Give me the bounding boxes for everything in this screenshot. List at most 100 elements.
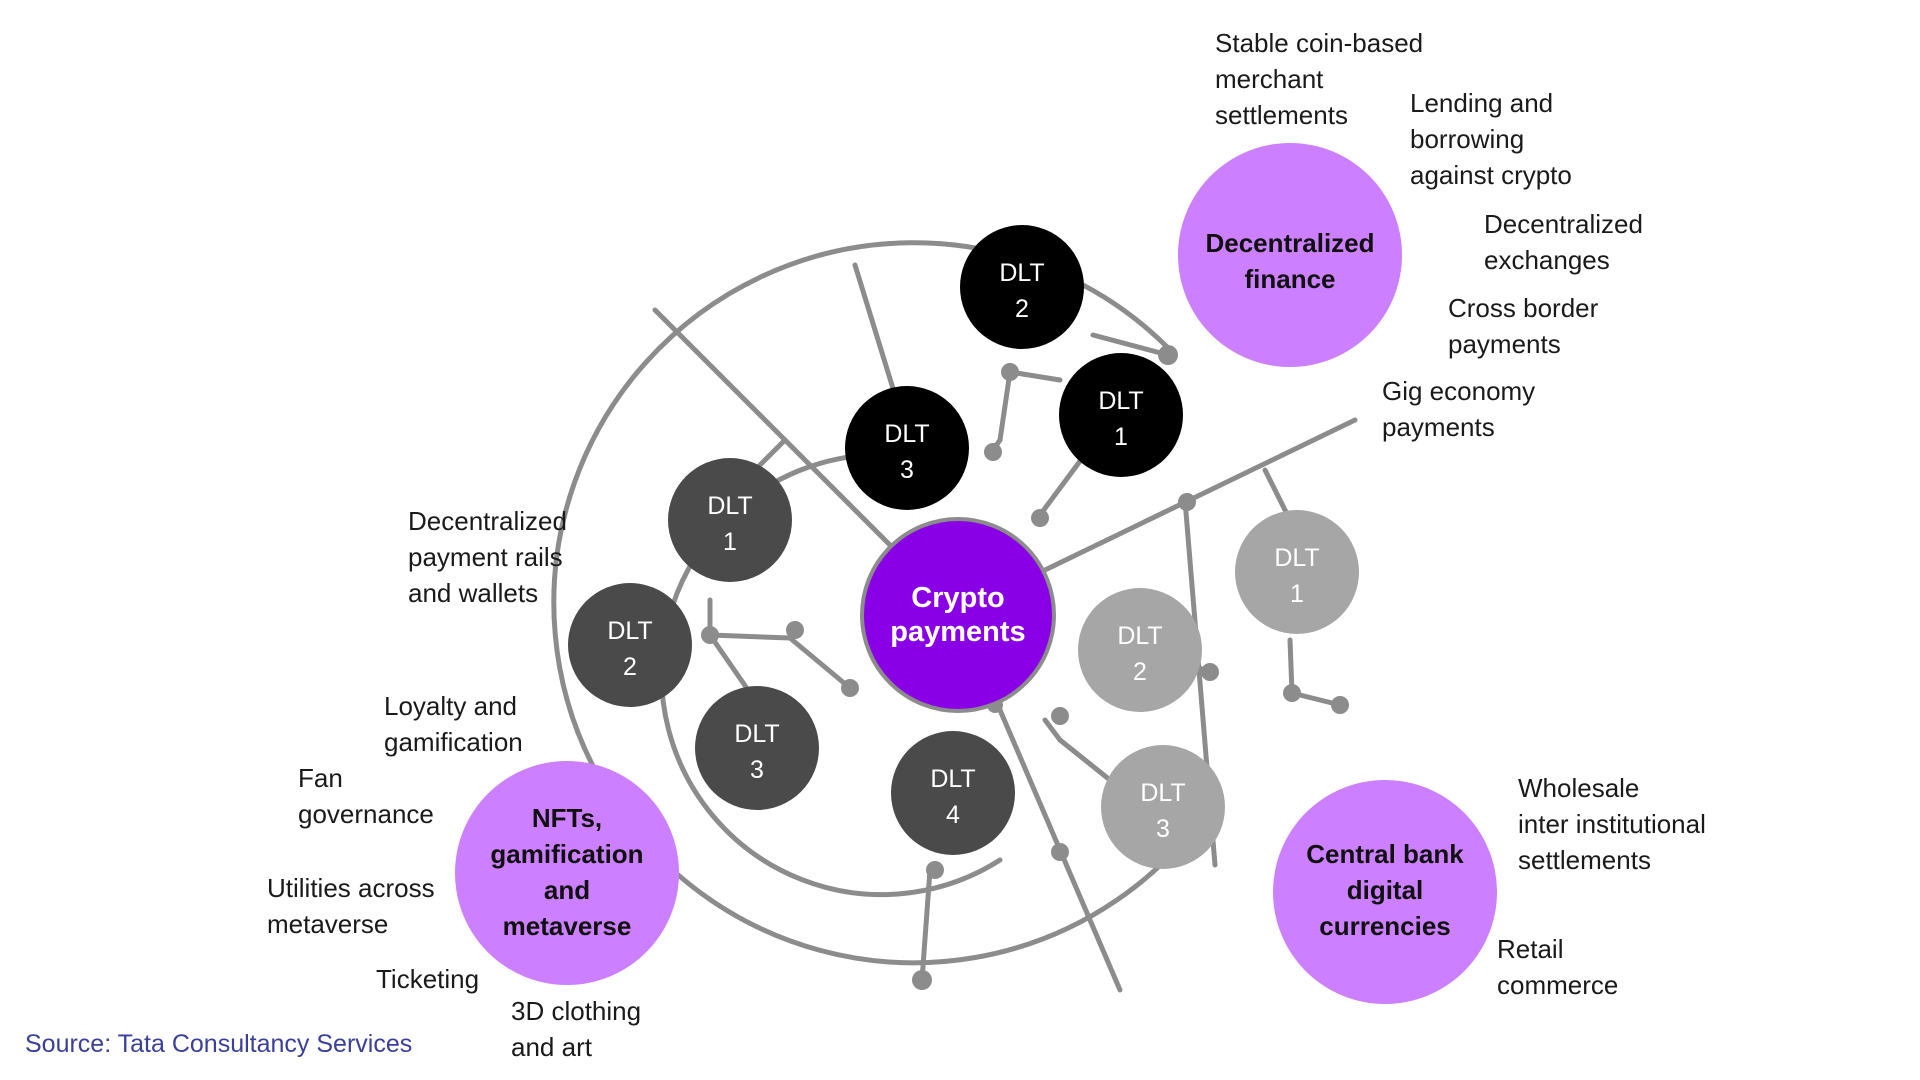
- category-label: digital: [1347, 875, 1424, 905]
- dlt-node: DLT 1: [1235, 510, 1359, 634]
- connector-line: [652, 307, 893, 548]
- use-case-label-line: and art: [511, 1032, 593, 1062]
- dlt-node-label: DLT: [930, 765, 975, 793]
- junction-dot: [1001, 363, 1019, 381]
- use-case-label-line: Utilities across: [267, 873, 435, 903]
- dlt-node-circle: [891, 731, 1015, 855]
- use-case-label-line: merchant: [1215, 64, 1324, 94]
- use-case-label: Retail commerce: [1497, 934, 1618, 1000]
- dlt-node-circle: [695, 686, 819, 810]
- use-case-label-line: Lending and: [1410, 88, 1553, 118]
- dlt-node-label: DLT: [734, 720, 779, 748]
- category-label: Central bank: [1306, 839, 1464, 869]
- dlt-node-circle: [1059, 353, 1183, 477]
- connector-line: [1042, 417, 1358, 573]
- category-defi: Decentralized finance: [1178, 143, 1402, 367]
- dlt-node-label: DLT: [1140, 779, 1185, 807]
- dlt-node-circle: [1101, 745, 1225, 869]
- dlt-node-label: DLT: [707, 492, 752, 520]
- use-case-label-line: payments: [1382, 412, 1495, 442]
- connector-line: [707, 632, 793, 641]
- junction-dot: [926, 861, 944, 879]
- use-case-label-line: Retail: [1497, 934, 1563, 964]
- junction-dot: [1201, 663, 1219, 681]
- junction-dots: [701, 345, 1349, 990]
- category-cbdc: Central bank digital currencies: [1273, 780, 1497, 1004]
- use-case-label: Cross border payments: [1448, 293, 1599, 359]
- dlt-node-label: 2: [623, 653, 637, 681]
- category-circle: [1178, 143, 1402, 367]
- dlt-node-label: 3: [750, 756, 764, 784]
- source-caption: Source: Tata Consultancy Services: [25, 1030, 413, 1058]
- category-label: metaverse: [503, 911, 632, 941]
- outer-ring-arc: [551, 240, 1218, 966]
- use-case-label-line: against crypto: [1410, 160, 1572, 190]
- use-case-label-line: settlements: [1518, 845, 1651, 875]
- center-label: payments: [890, 616, 1025, 648]
- use-case-label-line: settlements: [1215, 100, 1348, 130]
- use-case-label-line: Wholesale: [1518, 773, 1639, 803]
- use-case-label-line: Ticketing: [376, 964, 479, 994]
- use-case-label-line: governance: [298, 799, 434, 829]
- center-label: Crypto: [911, 582, 1004, 614]
- use-case-label-line: Decentralized: [408, 506, 567, 536]
- connector-line: [997, 369, 1013, 443]
- center-node: Crypto payments: [860, 517, 1056, 713]
- category-label: currencies: [1319, 911, 1451, 941]
- junction-dot: [1158, 345, 1178, 365]
- junction-dot: [1051, 707, 1069, 725]
- use-case-label-line: Stable coin-based: [1215, 28, 1423, 58]
- connector-line: [919, 867, 933, 983]
- category-label: finance: [1244, 264, 1335, 294]
- junction-dot: [841, 679, 859, 697]
- use-case-label: Stable coin-based merchant settlements: [1215, 28, 1423, 130]
- dlt-node-label: 1: [723, 528, 737, 556]
- use-case-label-line: borrowing: [1410, 124, 1524, 154]
- use-case-label-line: metaverse: [267, 909, 388, 939]
- use-case-label-line: Decentralized: [1484, 209, 1643, 239]
- connector-line: [787, 635, 853, 691]
- junction-dot: [912, 970, 932, 990]
- use-case-label-line: Loyalty and: [384, 691, 517, 721]
- use-case-label-line: commerce: [1497, 970, 1618, 1000]
- use-case-label-line: payments: [1448, 329, 1561, 359]
- dlt-node: DLT 1: [668, 458, 792, 582]
- use-case-label: Gig economy payments: [1382, 376, 1535, 442]
- center-circle: [860, 517, 1056, 713]
- use-case-label-line: Cross border: [1448, 293, 1599, 323]
- use-case-label-line: gamification: [384, 727, 523, 757]
- dlt-node-label: DLT: [884, 420, 929, 448]
- dlt-node-label: 3: [1156, 815, 1170, 843]
- category-label: NFTs,: [532, 803, 602, 833]
- junction-dot: [984, 443, 1002, 461]
- junction-dot: [1031, 509, 1049, 527]
- dlt-node-circle: [568, 583, 692, 707]
- connector-line: [1090, 332, 1171, 358]
- junction-dot: [786, 621, 804, 639]
- dlt-node-label: DLT: [1117, 622, 1162, 650]
- use-case-label-line: Gig economy: [1382, 376, 1535, 406]
- use-case-label: Wholesale inter institutional settlements: [1518, 773, 1706, 875]
- dlt-node-label: 1: [1290, 580, 1304, 608]
- category-circle: [1273, 780, 1497, 1004]
- dlt-node-label: DLT: [1098, 387, 1143, 415]
- dlt-node-label: DLT: [1274, 544, 1319, 572]
- use-case-label-line: inter institutional: [1518, 809, 1706, 839]
- dlt-node-circle: [960, 225, 1084, 349]
- dlt-node-label: DLT: [999, 259, 1044, 287]
- connector-line: [1057, 737, 1113, 783]
- use-case-label: Loyalty and gamification: [384, 691, 523, 757]
- use-case-label: Lending and borrowing against crypto: [1410, 88, 1572, 190]
- connector-line: [1042, 717, 1063, 743]
- category-nft: NFTs, gamification and metaverse: [455, 761, 679, 985]
- category-label: gamification: [490, 839, 643, 869]
